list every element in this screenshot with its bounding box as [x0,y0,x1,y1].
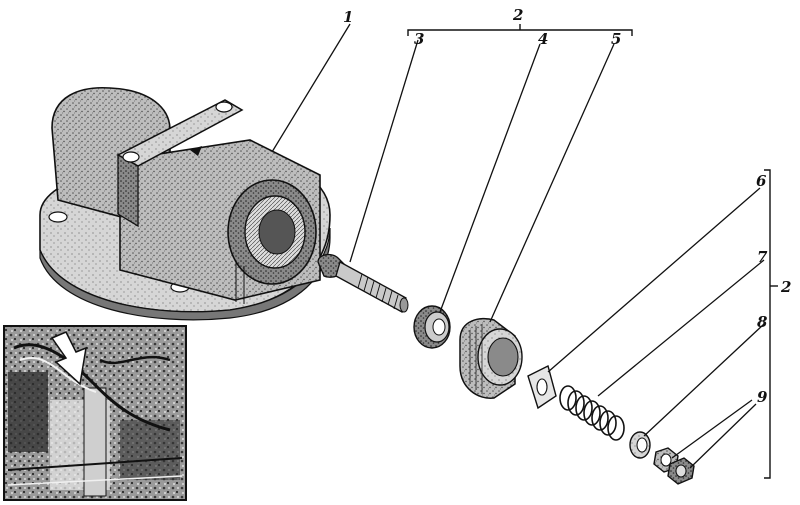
group-bracket-top [407,24,633,36]
bolt-icon [317,253,409,313]
inset-photo [3,325,187,501]
callout-9: 9 [757,388,768,406]
locator-arrow-icon [50,331,87,386]
callout-6: 6 [756,172,767,190]
nut-icon [653,447,695,485]
housing-body-icon [39,86,331,321]
callout-2-top: 2 [512,6,523,24]
callout-2-right: 2 [780,278,791,296]
group-bracket-right [764,169,778,479]
ring-washer-icon [629,431,651,459]
callout-7: 7 [757,248,768,266]
bushing-icon [459,317,523,399]
callout-4: 4 [538,30,548,48]
spring-icon [559,385,625,441]
leader-lines [271,23,765,469]
washer-icon [413,305,451,349]
callout-3: 3 [414,30,424,48]
callout-8: 8 [757,313,768,331]
callout-1: 1 [343,8,353,26]
plate-washer-icon [527,364,557,410]
callout-5: 5 [611,30,621,48]
